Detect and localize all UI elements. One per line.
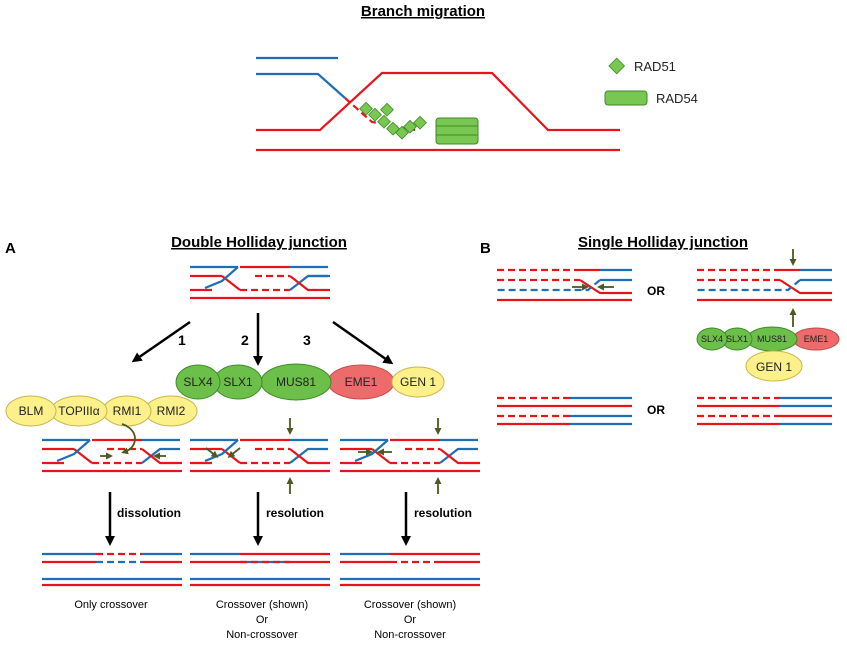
slx4-protein-b [696,327,728,351]
single-or-top: OR [647,284,665,298]
mus81-label: MUS81 [276,375,316,389]
rad51-legend-label: RAD51 [634,59,676,74]
slx4-protein [175,364,221,400]
gen1-protein-b: GEN 1 [745,350,803,382]
slx1-label: SLX1 [223,375,253,389]
gen1-label-b: GEN 1 [756,360,792,374]
d-loop-strand [256,71,620,132]
product-resolution-3 [340,552,480,587]
rmi1-label: RMI1 [113,404,142,418]
single-hj-title: Single Holliday junction [578,234,748,251]
btr-complex: BLM TOPIIIα RMI1 RMI2 [5,395,198,427]
gen1-protein-a: GEN 1 [391,366,445,398]
gen1-label-a: GEN 1 [400,375,436,389]
pathway-1-label: 1 [178,332,186,348]
mus81-label-b: MUS81 [757,334,787,344]
single-hj-right [697,249,832,327]
single-product-right [697,396,832,426]
rad54-legend-label: RAD54 [656,91,698,106]
pathway-1-arrow [131,320,191,363]
eme1-label-b: EME1 [804,334,829,344]
product-dissolution [42,552,182,587]
rad54-legend-icon [604,90,648,106]
dhj-resolution-3 [340,418,480,494]
dhj-resolution-2 [190,418,330,494]
non-crossover-caption-3: Non-crossover [374,629,446,641]
non-crossover-caption-2: Non-crossover [226,629,298,641]
panel-a-label: A [5,240,16,257]
dhj-dissolution [42,423,182,473]
crossover-shown-caption-2: Crossover (shown) [216,599,308,611]
legend: RAD51 RAD54 [604,57,698,106]
slx4-label: SLX4 [183,375,213,389]
rad51-legend-icon [608,57,626,75]
slx-mus81-complex: SLX4 SLX1 MUS81 EME1 [175,363,395,401]
slx1-label-b: SLX1 [726,334,748,344]
single-hj-left [497,268,632,302]
rmi2-label: RMI2 [157,404,186,418]
branch-migration-title: Branch migration [361,3,485,20]
panel-b-label: B [480,240,491,257]
blm-label: BLM [19,404,44,418]
resolution-label-3: resolution [414,506,472,520]
single-or-bottom: OR [647,403,665,417]
pathway-3-arrow [332,320,394,365]
eme1-label: EME1 [345,375,378,389]
product-resolution-2 [190,552,330,587]
rad54-complex [435,117,479,145]
slx-mus81-complex-b: SLX4 SLX1 MUS81 EME1 [696,326,840,352]
crossover-shown-caption-3: Crossover (shown) [364,599,456,611]
invading-strand-red-dashed [344,97,416,132]
branch-migration-diagram [256,56,620,152]
pathway-3-label: 3 [303,332,311,348]
or-caption-3: Or [404,614,417,626]
slx4-label-b: SLX4 [701,334,723,344]
or-caption-2: Or [256,614,269,626]
pathway-2-label: 2 [241,332,249,348]
double-hj-title: Double Holliday junction [171,234,347,251]
blm-protein [5,395,57,427]
resolution-label-2: resolution [266,506,324,520]
only-crossover-caption: Only crossover [74,599,148,611]
dissolution-label: dissolution [117,506,181,520]
rad51-filament [359,101,427,140]
invading-strand-blue [256,72,346,99]
topiii-label: TOPIIIα [58,404,99,418]
double-hj-top [190,265,330,300]
single-product-left [497,396,632,426]
